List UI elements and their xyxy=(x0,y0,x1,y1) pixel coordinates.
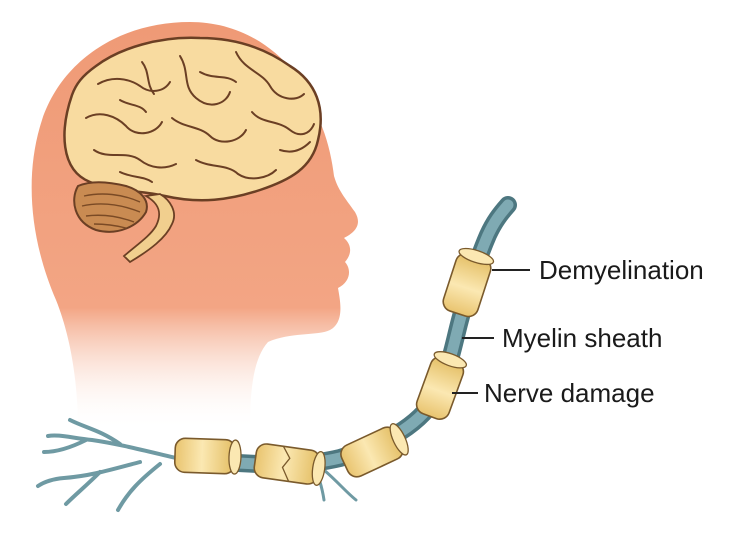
myelin-segment xyxy=(173,437,242,475)
myelin-segment xyxy=(340,423,409,478)
nerve-endings xyxy=(36,418,187,512)
leader-lines xyxy=(452,269,530,394)
brain xyxy=(63,36,322,202)
brain-stem xyxy=(122,193,175,264)
myelin-segment xyxy=(415,351,468,420)
myelin-segment xyxy=(442,247,495,318)
myelin-segments xyxy=(173,247,495,486)
label-nerve-damage: Nerve damage xyxy=(484,378,655,408)
label-myelin-sheath: Myelin sheath xyxy=(502,323,662,353)
labels: Demyelination Myelin sheath Nerve damage xyxy=(484,255,704,408)
cerebellum xyxy=(73,181,148,233)
myelin-segment xyxy=(253,443,326,486)
label-demyelination: Demyelination xyxy=(539,255,704,285)
